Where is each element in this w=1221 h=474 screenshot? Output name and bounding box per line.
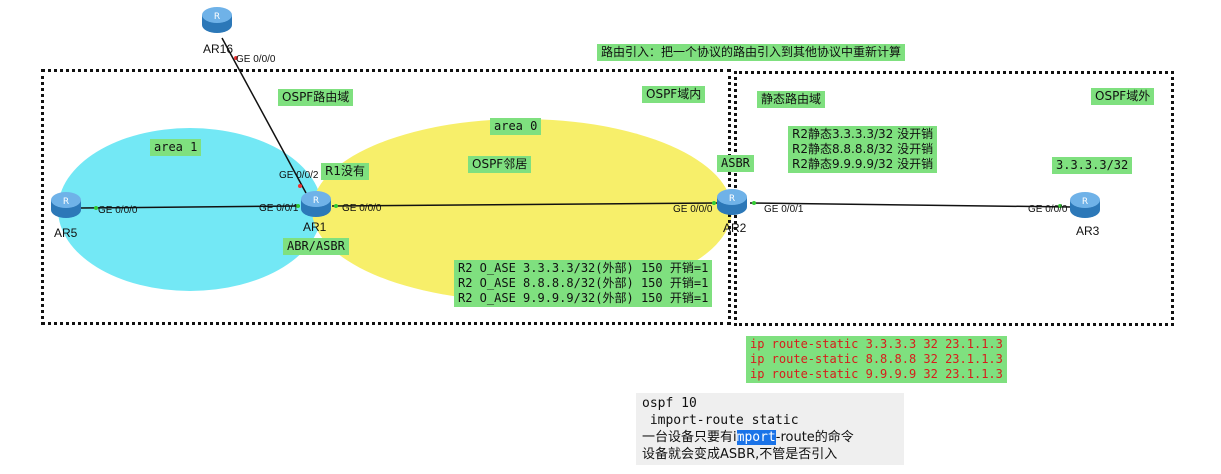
ospf-inside-label: OSPF域内 xyxy=(642,86,706,103)
abr-asbr-label: ABR/ASBR xyxy=(283,238,349,255)
ospf-outside-label: OSPF域外 xyxy=(1091,88,1155,105)
svg-text:R: R xyxy=(729,194,735,204)
link-ar2-ar3 xyxy=(749,202,1073,208)
static-domain-label: 静态路由域 xyxy=(757,91,826,108)
port-label: GE 0/0/1 xyxy=(764,204,804,215)
port-label: GE 0/0/0 xyxy=(1028,204,1068,215)
router-name-ar3: AR3 xyxy=(1076,224,1100,238)
ospf-neighbor-label: OSPF邻居 xyxy=(468,156,532,173)
port-dot xyxy=(712,201,716,205)
port-label: GE 0/0/0 xyxy=(673,204,713,215)
port-label: GE 0/0/2 xyxy=(279,170,319,181)
port-dot xyxy=(234,56,238,60)
r2-ospf-route-line: R2 O_ASE 9.9.9.9/32(外部) 150 开销=1 xyxy=(458,291,709,305)
ospf-config-line: 设备就会变成ASBR,不管是否引入 xyxy=(642,447,838,462)
static-route-cmd-line: ip route-static 3.3.3.3 32 23.1.1.3 xyxy=(750,337,1003,351)
static-route-cmd-line: ip route-static 8.8.8.8 32 23.1.1.3 xyxy=(750,352,1003,366)
port-dot xyxy=(752,201,756,205)
area1-label: area 1 xyxy=(150,139,202,156)
link-ar1-ar2 xyxy=(331,202,719,207)
link-ar5-ar1 xyxy=(79,205,301,209)
svg-text:R: R xyxy=(1082,197,1088,207)
router-name-ar16: AR16 xyxy=(203,42,234,56)
area0-label: area 0 xyxy=(490,118,542,135)
r2-static-cost-line: R2静态8.8.8.8/32 没开销 xyxy=(792,142,934,156)
svg-text:R: R xyxy=(214,12,220,22)
port-dot xyxy=(296,204,300,208)
ar3-network-label: 3.3.3.3/32 xyxy=(1052,157,1133,174)
router-name-ar2: AR2 xyxy=(723,221,747,235)
port-dot xyxy=(298,184,302,188)
link-ar16-ar1 xyxy=(221,37,307,194)
ospf-config-line: 一台设备只要有import-route的命令 xyxy=(642,429,898,446)
asbr-label: ASBR xyxy=(717,155,754,172)
r2-ospf-route-line: R2 O_ASE 3.3.3.3/32(外部) 150 开销=1 xyxy=(458,261,709,275)
r2-static-cost-line: R2静态9.9.9.9/32 没开销 xyxy=(792,157,934,171)
router-icon[interactable]: R xyxy=(201,5,233,35)
svg-text:R: R xyxy=(63,197,69,207)
r2-ospf-route-line: R2 O_ASE 8.8.8.8/32(外部) 150 开销=1 xyxy=(458,276,709,290)
port-dot xyxy=(94,206,98,210)
port-dot xyxy=(1058,204,1062,208)
ospf-config-line: import-route static xyxy=(642,413,799,428)
title-note: 路由引入：把一个协议的路由引入到其他协议中重新计算 xyxy=(597,44,906,61)
port-label: GE 0/0/0 xyxy=(342,203,382,214)
ospf-config-text: 一台设备只要有i xyxy=(642,430,737,445)
ospf-domain-label: OSPF路由域 xyxy=(278,89,354,106)
router-icon[interactable]: R xyxy=(716,187,748,217)
router-icon[interactable]: R xyxy=(1069,190,1101,220)
router-icon[interactable]: R xyxy=(300,189,332,219)
router-name-ar1: AR1 xyxy=(303,220,327,234)
svg-text:R: R xyxy=(313,196,319,206)
static-route-cmd-line: ip route-static 9.9.9.9 32 23.1.1.3 xyxy=(750,367,1003,381)
port-label: GE 0/0/1 xyxy=(259,203,299,214)
port-dot xyxy=(334,204,338,208)
router-name-ar5: AR5 xyxy=(54,226,78,240)
router-icon[interactable]: R xyxy=(50,190,82,220)
port-label: GE 0/0/0 xyxy=(236,54,276,65)
ospf-config-line: ospf 10 xyxy=(642,396,697,411)
r2-static-cost-line: R2静态3.3.3.3/32 没开销 xyxy=(792,127,934,141)
selected-text[interactable]: mport xyxy=(736,430,776,445)
ospf-config-text: -route的命令 xyxy=(775,430,854,445)
port-label: GE 0/0/0 xyxy=(98,205,138,216)
r1-none-label: R1没有 xyxy=(321,163,369,180)
